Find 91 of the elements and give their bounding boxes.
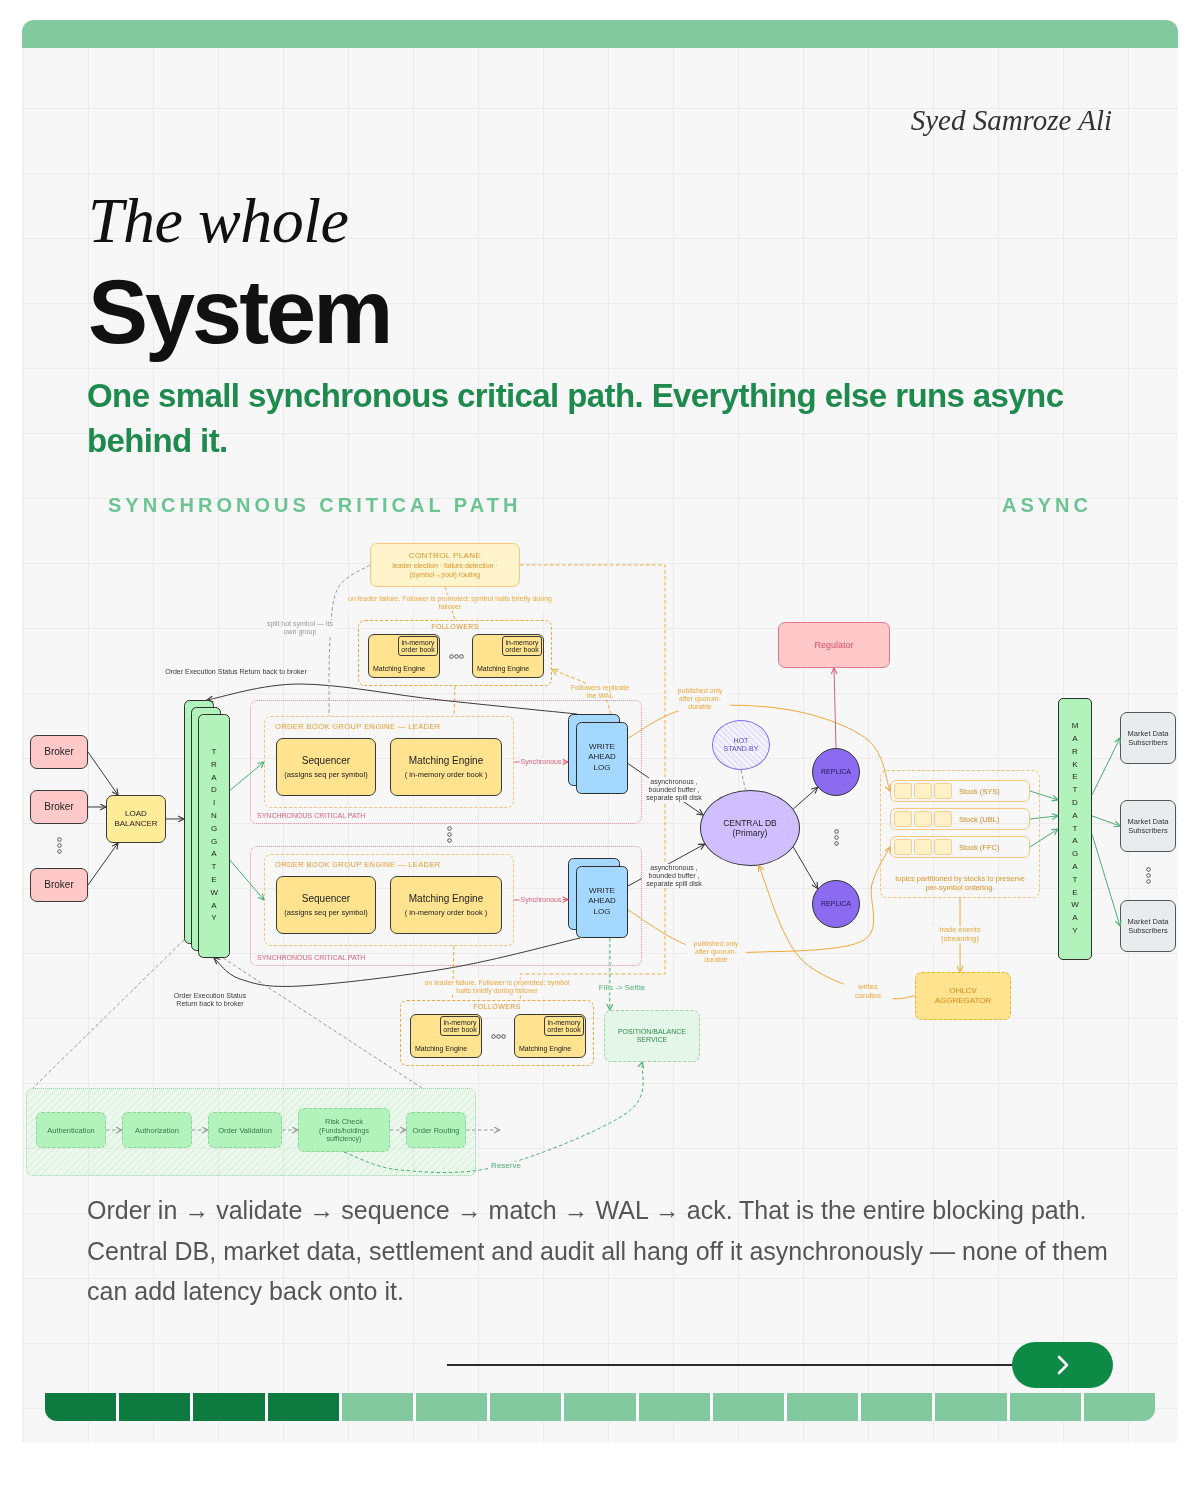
component-name: Matching Engine [408, 893, 484, 905]
component-name: WRITE AHEAD LOG [588, 886, 616, 918]
broker-box [30, 868, 88, 902]
matching-engine-box [390, 876, 502, 934]
dashed-connector-line [32, 939, 185, 1089]
broker-box [30, 790, 88, 824]
arrow [1091, 737, 1121, 796]
arrow [1091, 833, 1122, 927]
followers-group [400, 1000, 594, 1066]
followers-group [358, 620, 552, 686]
dashed-arrow [343, 1061, 645, 1173]
arrow [792, 786, 819, 810]
dashed-arrow [105, 1126, 123, 1134]
component-name: MARKET DATA GATEWAY [1071, 720, 1079, 937]
component-name: Matching Engine [408, 755, 484, 767]
edge-label: Reserve [490, 1161, 522, 1171]
component-name: Broker [44, 879, 74, 891]
component-name: Broker [44, 801, 74, 813]
gateway-stack [184, 700, 230, 958]
topic-row [890, 808, 1030, 830]
pipeline-step [406, 1112, 466, 1148]
arrow [1029, 813, 1059, 820]
dashed-arrow [465, 1126, 501, 1134]
dashed-arrow [281, 1126, 299, 1134]
dashed-arrow [606, 937, 614, 1011]
pipeline-group [26, 1088, 476, 1176]
log-stack [568, 714, 628, 794]
page-title: The whole System [88, 184, 391, 364]
caption-paragraph: Order in → validate → sequence → match → WAL → ack. That is the entire blocking path. Central DB, market data, settlement and audit all hang off it asynchronously — none of them can add latency back onto it. [87, 1195, 1109, 1307]
component-name: Broker [44, 746, 74, 758]
section-heading: SYNCHRONOUS CRITICAL PATH [108, 493, 522, 518]
sequencer-box [276, 876, 376, 934]
arrow [830, 667, 838, 749]
arrow [229, 859, 265, 901]
regulator-box [778, 622, 890, 668]
topic-group [880, 770, 1040, 898]
component-name: CENTRAL DB (Primary) [722, 817, 778, 839]
component-name: OHLCV AGGREGATOR [933, 986, 993, 1006]
arrow [87, 751, 119, 796]
component-name: Sequencer [301, 893, 351, 905]
dashed-connector-line [328, 564, 371, 717]
component-name: CONTROL PLANE [408, 550, 482, 561]
dashed-connector-line [222, 957, 423, 1089]
edge-label: Fills -> Settle [597, 983, 647, 993]
topic-row [890, 780, 1030, 802]
arrow [1091, 815, 1121, 828]
market-data-gateway-bar [1058, 698, 1092, 960]
dashed-connector-line [444, 586, 456, 621]
log-stack [568, 858, 628, 938]
dashed-connector-line [740, 769, 747, 791]
leader-group [264, 854, 514, 946]
component-name: Sequencer [301, 755, 351, 767]
leader-group [264, 716, 514, 808]
engine-box [368, 634, 440, 678]
subscriber-box [1120, 712, 1176, 764]
engine-box [410, 1014, 482, 1058]
control-plane-box [370, 543, 520, 587]
service-box [604, 1010, 700, 1062]
matching-engine-box [390, 738, 502, 796]
arrow [87, 803, 107, 811]
arrow [1029, 790, 1059, 802]
pipeline-step [36, 1112, 106, 1148]
aggregator-box [915, 972, 1011, 1020]
broker-box [30, 735, 88, 769]
pipeline-step [208, 1112, 282, 1148]
author-name: Syed Samroze Ali [910, 103, 1112, 138]
topic-row [890, 836, 1030, 858]
dashed-connector-line [519, 564, 666, 1001]
subscriber-box [1120, 800, 1176, 852]
section-heading: ASYNC [1002, 493, 1092, 518]
sequencer-box [276, 738, 376, 796]
arrow [87, 842, 119, 886]
arrow [229, 761, 265, 791]
pipeline-step [122, 1112, 192, 1148]
arrow [1029, 828, 1059, 848]
pipeline-step [298, 1108, 390, 1152]
dashed-arrow [191, 1126, 209, 1134]
component-name: Regulator [814, 639, 854, 651]
subtitle: One small synchronous critical path. Everything else runs async behind it. [87, 376, 1065, 461]
arrow [792, 846, 819, 890]
engine-box [472, 634, 544, 678]
arrow [206, 683, 578, 715]
arrow [213, 937, 581, 987]
arrow [165, 815, 185, 823]
engine-box [514, 1014, 586, 1058]
dashed-arrow [389, 1126, 407, 1134]
subscriber-box [1120, 900, 1176, 952]
load-balancer-box [106, 795, 166, 843]
component-name: TRADING GATEWAY [210, 746, 218, 925]
component-name: LOAD BALANCER [113, 809, 159, 829]
component-name: WRITE AHEAD LOG [588, 742, 616, 774]
